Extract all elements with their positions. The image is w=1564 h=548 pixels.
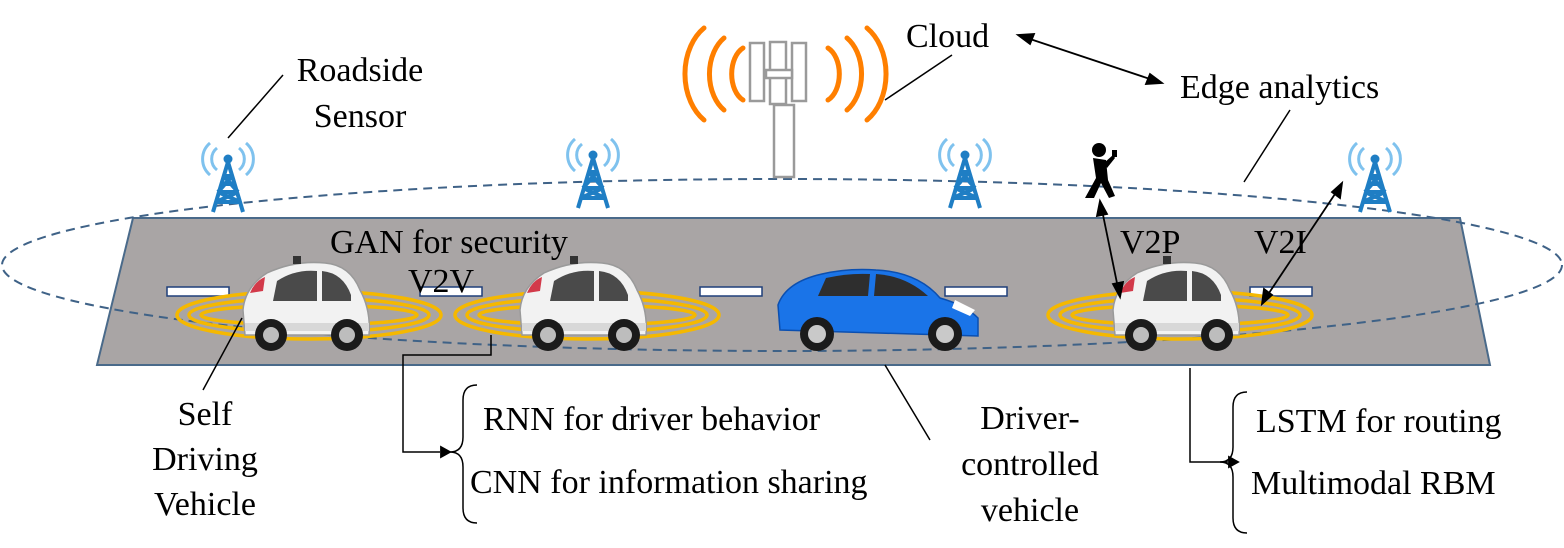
sensor-tower-icon bbox=[565, 137, 621, 210]
brace-right bbox=[1219, 391, 1248, 534]
v2i-label: V2I bbox=[1254, 224, 1307, 261]
edge-analytics-label: Edge analytics bbox=[1180, 69, 1380, 106]
pedestrian-icon bbox=[1085, 143, 1117, 198]
rbm-label: Multimodal RBM bbox=[1251, 465, 1496, 502]
roadside-sensor-label: Roadside Sensor bbox=[296, 52, 424, 135]
lane-markings bbox=[166, 286, 1313, 297]
driver-car-icon bbox=[777, 268, 979, 351]
cnn-label: CNN for information sharing bbox=[470, 464, 868, 501]
gan-security-label: GAN for security bbox=[330, 224, 568, 261]
lstm-label: LSTM for routing bbox=[1256, 403, 1502, 440]
driver-controlled-vehicle-label: Driver- controlled vehicle bbox=[961, 400, 1099, 529]
sensor-tower-icon bbox=[1347, 141, 1403, 214]
rnn-label: RNN for driver behavior bbox=[483, 401, 821, 438]
v2p-label: V2P bbox=[1120, 224, 1181, 261]
cloud-label: Cloud bbox=[906, 18, 990, 55]
arrows bbox=[440, 33, 1344, 469]
network-boundary bbox=[1, 178, 1563, 352]
cell-tower-icon bbox=[682, 25, 889, 179]
brace-left bbox=[449, 384, 478, 524]
self-driving-vehicle-label: Self Driving Vehicle bbox=[152, 396, 258, 523]
connector-lines bbox=[202, 54, 1291, 463]
sensor-tower-icon bbox=[937, 137, 993, 210]
v2v-label: V2V bbox=[408, 263, 475, 300]
